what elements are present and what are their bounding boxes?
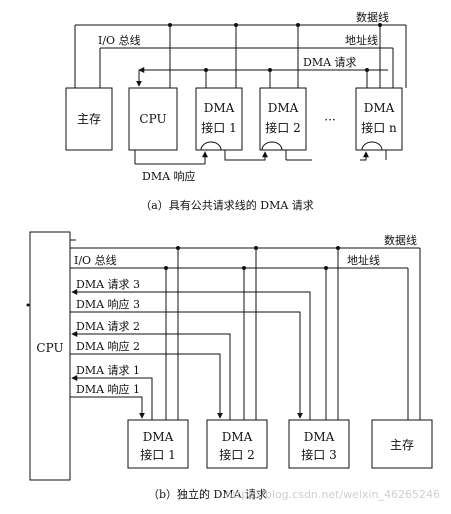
b-req2-label: DMA 请求 2 [76, 320, 140, 333]
diagram-b [29, 231, 433, 481]
a-addr-bus-label: 地址线 [345, 33, 378, 47]
b-dma3-box [288, 419, 350, 469]
a-data-bus-label: 数据线 [356, 10, 389, 24]
b-dma2-box [206, 419, 268, 469]
b-ack3-label: DMA 响应 3 [76, 297, 140, 311]
b-dma1-sub: 接口 1 [140, 447, 175, 462]
b-ack2-line [70, 353, 223, 419]
b-ack3-line [70, 311, 303, 419]
b-req1-label: DMA 请求 1 [76, 364, 140, 377]
a-dma2-label: DMA [268, 101, 299, 115]
b-memory-label: 主存 [390, 438, 414, 452]
b-ack1-line [70, 396, 145, 419]
diagram-a [65, 24, 407, 165]
b-dma1-label: DMA [143, 430, 174, 444]
a-dma3-label: DMA [364, 101, 395, 115]
a-cpu-label: CPU [139, 112, 166, 126]
b-ack2-label: DMA 响应 2 [76, 339, 140, 353]
b-dma1-box [127, 419, 189, 469]
b-data-bus-label: 数据线 [384, 233, 417, 247]
b-ack1-label: DMA 响应 1 [76, 382, 140, 396]
b-dma3-label: DMA [304, 430, 335, 444]
a-cpu-box [128, 87, 178, 151]
b-req3-line [71, 289, 311, 420]
b-io-bus-label: I/O 总线 [74, 253, 117, 267]
a-memory-label: 主存 [77, 112, 101, 126]
a-dma1-sub: 接口 1 [201, 120, 236, 135]
b-req1-line [71, 375, 153, 420]
a-io-bus-label: I/O 总线 [98, 33, 141, 47]
a-memory-box [65, 87, 113, 151]
b-dma2-label: DMA [222, 430, 253, 444]
a-ellipsis: ··· [324, 113, 335, 127]
a-dma3-box [355, 87, 403, 151]
a-caption: （a）具有公共请求线的 DMA 请求 [140, 198, 314, 212]
b-dma2-sub: 接口 2 [219, 447, 254, 462]
b-memory-box [371, 419, 433, 469]
b-addr-bus-label: 地址线 [347, 253, 380, 267]
b-cpu-box [29, 231, 71, 481]
a-dma3-sub: 接口 n [361, 120, 397, 135]
b-dma3-sub: 接口 3 [301, 447, 336, 462]
b-req3-label: DMA 请求 3 [76, 278, 140, 291]
a-dma-request-label: DMA 请求 [303, 56, 357, 69]
b-caption: （b）独立的 DMA 请求 [148, 487, 267, 501]
a-dma-ack-label: DMA 响应 [142, 169, 196, 183]
watermark: https://blog.csdn.net/weixin_46265246 [225, 488, 440, 501]
a-dma2-box [259, 87, 307, 151]
a-dma1-box [195, 87, 243, 151]
a-dma1-label: DMA [204, 101, 235, 115]
b-req2-line [71, 331, 231, 420]
a-dma2-sub: 接口 2 [265, 120, 300, 135]
b-cpu-label: CPU [36, 341, 63, 355]
